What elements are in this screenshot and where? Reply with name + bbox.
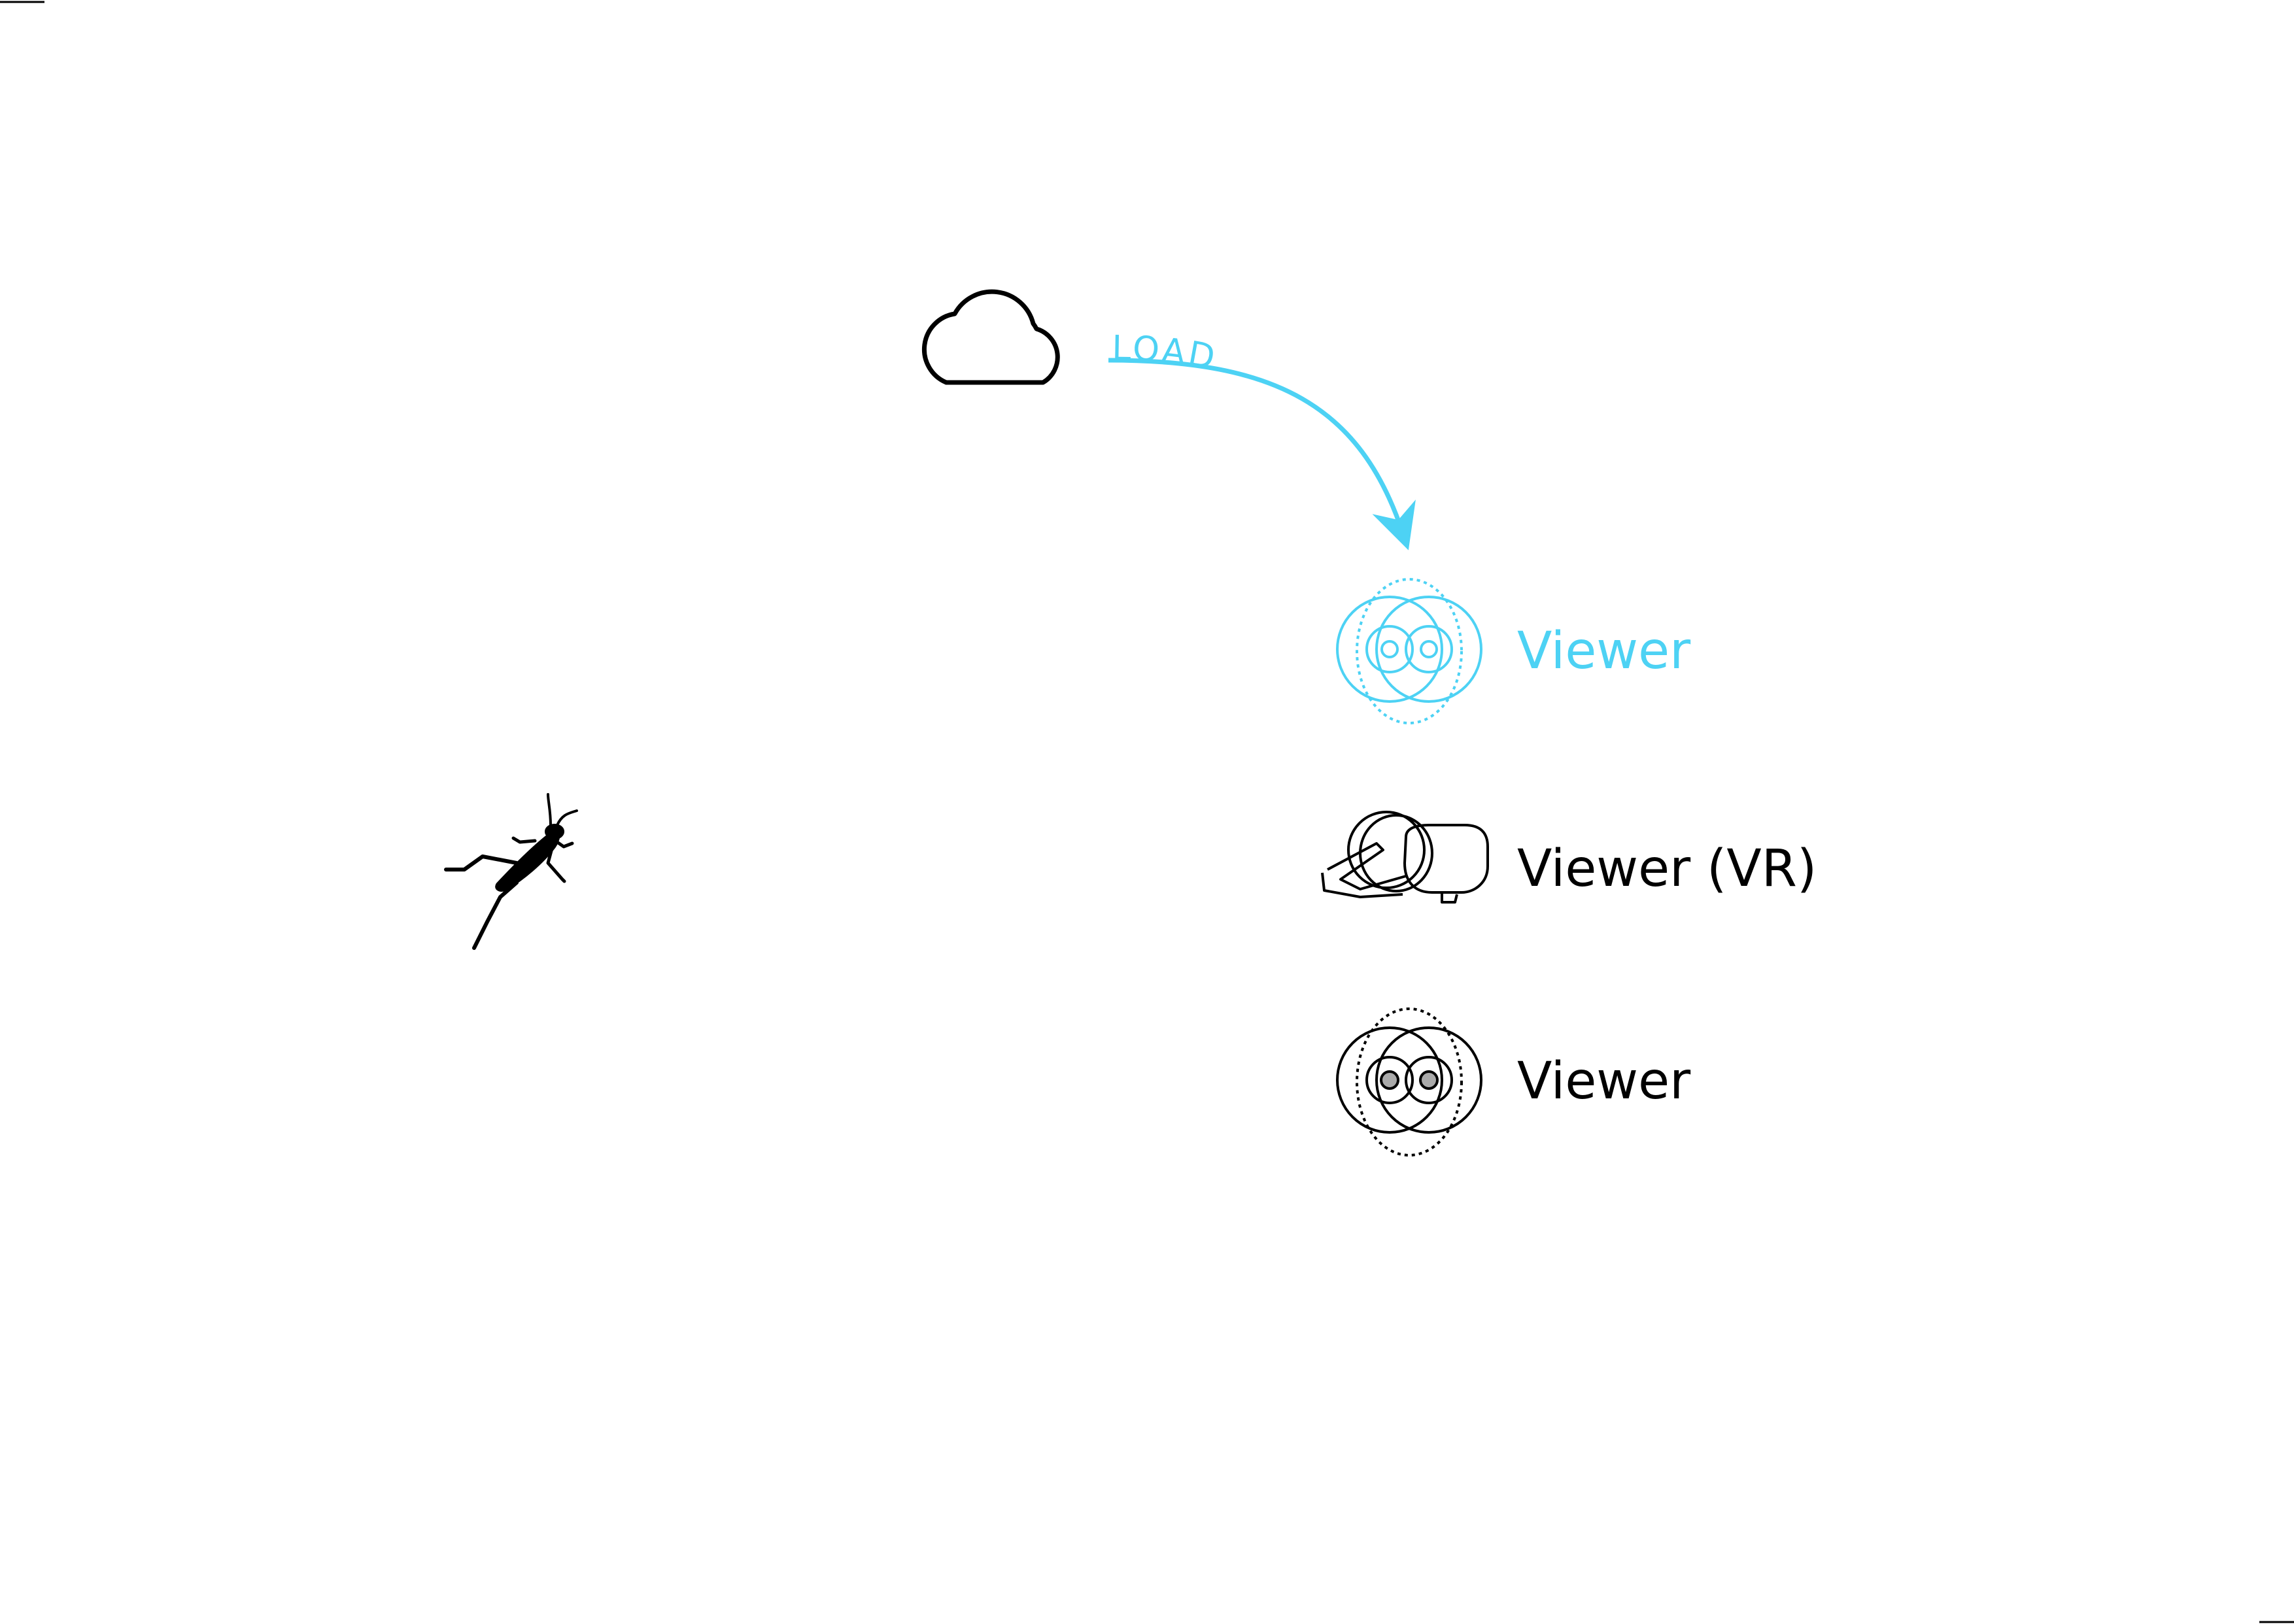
viewer-eyes-icon xyxy=(1336,578,1482,724)
grasshopper-icon xyxy=(444,793,578,950)
load-arrow xyxy=(1108,358,1416,550)
load-arrow-label: LOAD xyxy=(1112,329,1220,378)
viewer-vr-item[interactable]: Viewer (VR) xyxy=(1321,811,1817,904)
cloud-icon xyxy=(921,289,1060,385)
vr-headset-icon xyxy=(1321,811,1489,904)
viewer-active-label: Viewer xyxy=(1517,622,1691,681)
viewer-active-item[interactable]: Viewer xyxy=(1336,578,1691,724)
viewer-vr-label: Viewer (VR) xyxy=(1517,839,1817,898)
viewer-item[interactable]: Viewer xyxy=(1336,1007,1691,1157)
viewer-eyes-icon xyxy=(1336,1007,1482,1157)
viewer-label: Viewer xyxy=(1517,1052,1691,1111)
